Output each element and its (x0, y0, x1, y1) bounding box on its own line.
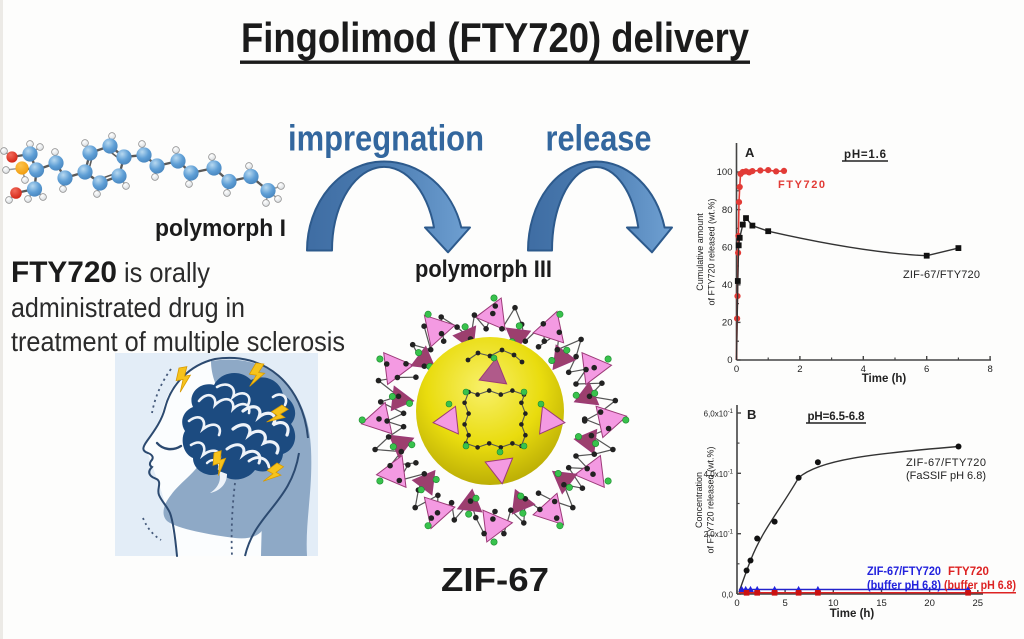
svg-text:0: 0 (727, 355, 732, 366)
svg-text:6,0x10-1: 6,0x10-1 (704, 409, 734, 419)
svg-text:A: A (745, 145, 755, 160)
svg-text:10: 10 (828, 598, 839, 609)
svg-text:2: 2 (797, 364, 802, 375)
svg-text:4,0x10-1: 4,0x10-1 (704, 469, 734, 479)
svg-text:0: 0 (734, 364, 739, 375)
svg-text:Cumulative amount: Cumulative amount (695, 213, 705, 291)
svg-text:(buffer pH 6.8): (buffer pH 6.8) (944, 580, 1016, 592)
svg-text:ZIF-67/FTY720: ZIF-67/FTY720 (906, 457, 986, 469)
svg-text:5: 5 (782, 598, 787, 609)
svg-text:0,0: 0,0 (722, 591, 734, 600)
svg-text:FTY720: FTY720 (778, 179, 825, 191)
svg-text:ZIF-67/FTY720: ZIF-67/FTY720 (903, 269, 980, 281)
svg-text:20: 20 (924, 598, 935, 609)
svg-text:of FTY720 released (wt.%): of FTY720 released (wt.%) (707, 198, 717, 305)
svg-text:polymorph I: polymorph I (155, 215, 286, 242)
svg-text:ZIF-67: ZIF-67 (441, 561, 549, 598)
svg-text:polymorph III: polymorph III (415, 256, 552, 283)
svg-text:8: 8 (987, 364, 992, 375)
svg-text:treatment of multiple sclerosi: treatment of multiple sclerosis (11, 326, 345, 357)
svg-text:B: B (747, 407, 756, 422)
svg-text:(FaSSIF pH 6.8): (FaSSIF pH 6.8) (906, 470, 986, 482)
svg-text:is orally: is orally (124, 257, 210, 288)
svg-text:pH=6.5-6.8: pH=6.5-6.8 (808, 411, 866, 423)
svg-text:25: 25 (973, 598, 984, 609)
svg-text:Time (h): Time (h) (862, 373, 907, 385)
svg-text:impregnation: impregnation (288, 118, 484, 159)
svg-text:(buffer pH 6.8): (buffer pH 6.8) (867, 580, 941, 592)
svg-text:100: 100 (717, 167, 733, 178)
svg-text:4: 4 (861, 364, 866, 375)
svg-text:2,0x10-1: 2,0x10-1 (704, 530, 734, 540)
svg-text:FTY720: FTY720 (11, 256, 117, 289)
svg-text:release: release (546, 118, 652, 159)
svg-text:20: 20 (722, 318, 733, 329)
svg-text:of FTY720 released (wt.%): of FTY720 released (wt.%) (706, 446, 716, 553)
svg-text:60: 60 (722, 242, 733, 253)
svg-text:ZIF-67/FTY720: ZIF-67/FTY720 (867, 566, 941, 578)
svg-text:40: 40 (722, 280, 733, 291)
svg-text:Time (h): Time (h) (830, 608, 875, 620)
svg-text:0: 0 (734, 598, 739, 609)
svg-text:FTY720: FTY720 (948, 566, 989, 578)
svg-text:15: 15 (876, 598, 887, 609)
svg-text:administrated drug in: administrated drug in (11, 292, 245, 323)
svg-text:80: 80 (722, 205, 733, 216)
svg-text:Concentration: Concentration (694, 472, 704, 528)
svg-text:pH=1.6: pH=1.6 (844, 149, 886, 161)
svg-text:6: 6 (924, 364, 929, 375)
svg-text:Fingolimod (FTY720) delivery: Fingolimod (FTY720) delivery (241, 14, 750, 61)
